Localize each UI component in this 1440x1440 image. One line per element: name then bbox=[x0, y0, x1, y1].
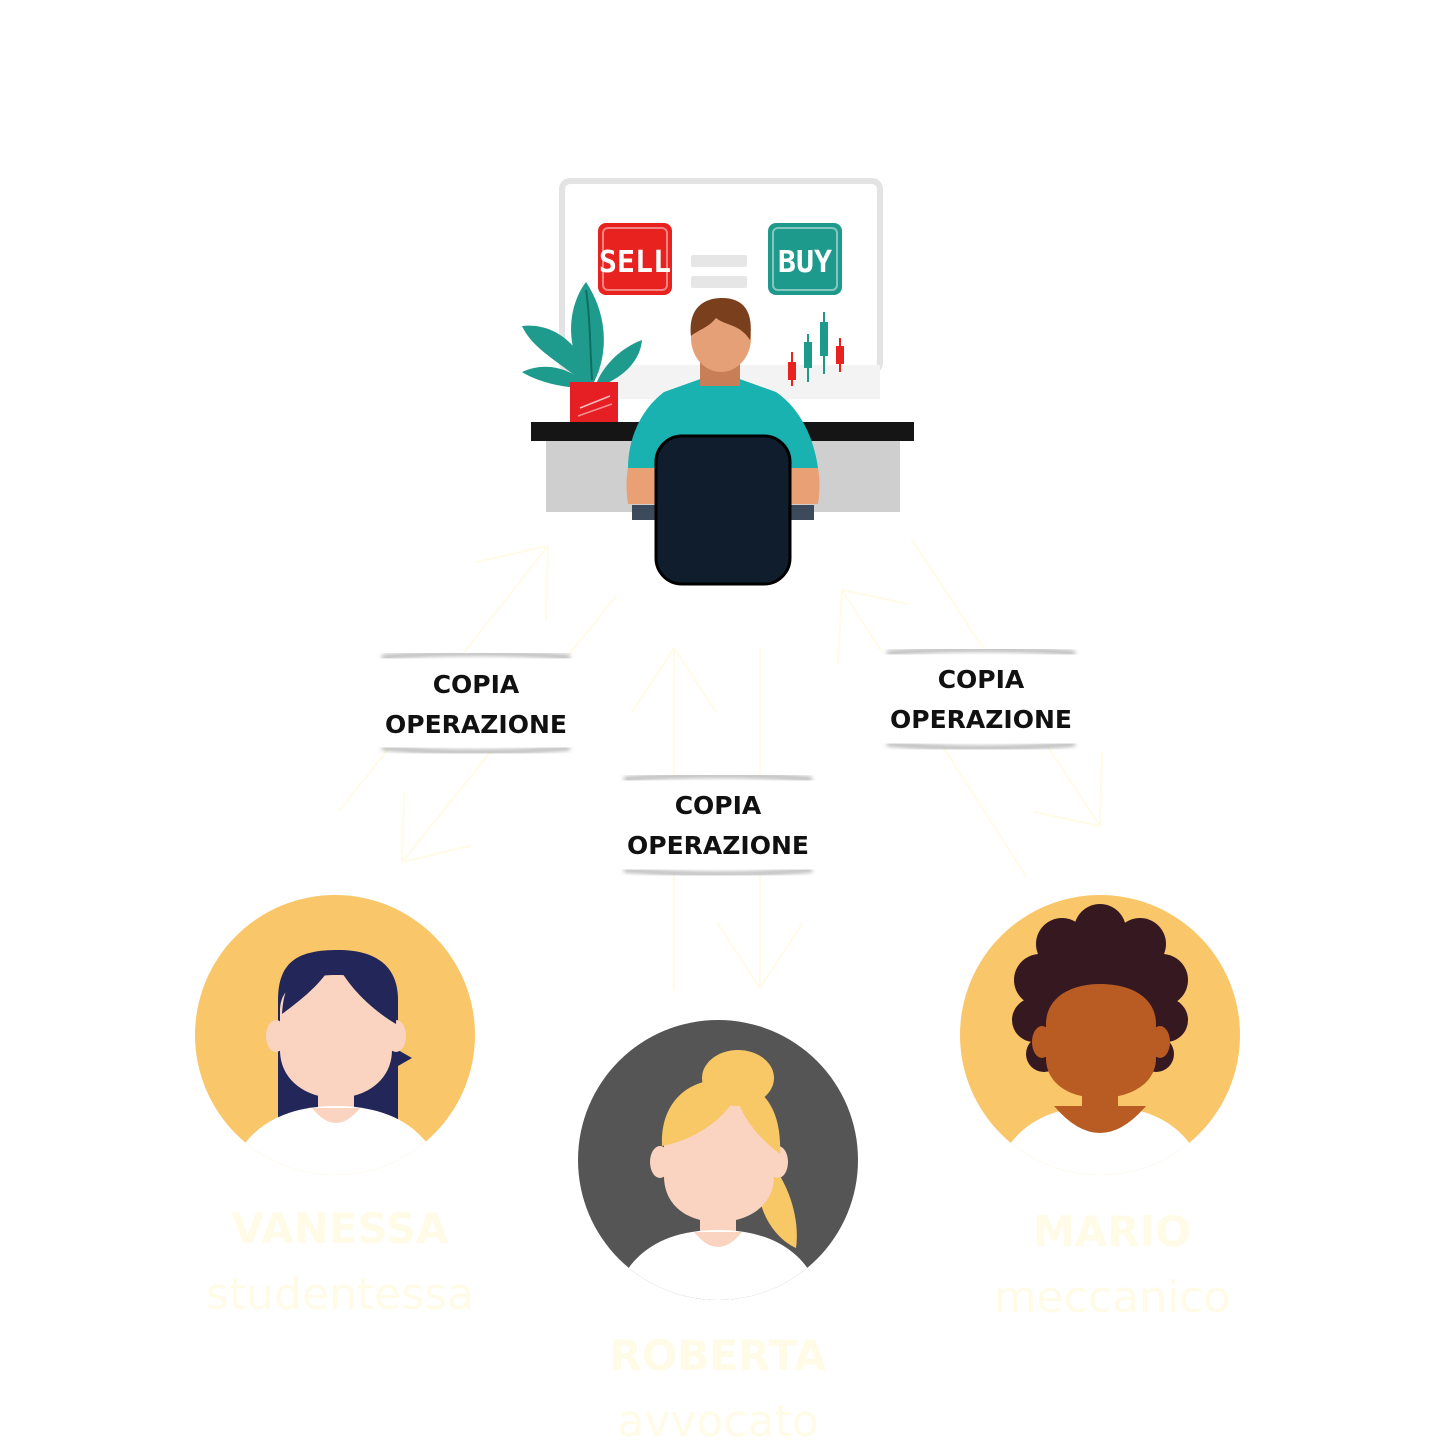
avatar-mario: MARIO meccanico bbox=[960, 895, 1240, 1323]
sell-button: SELL bbox=[598, 223, 672, 295]
follower-name: MARIO bbox=[1033, 1207, 1191, 1256]
flow-label-line1: COPIA bbox=[675, 791, 762, 820]
avatar-roberta: ROBERTA avvocato bbox=[578, 1020, 858, 1440]
follower-name: ROBERTA bbox=[609, 1331, 827, 1380]
avatar-vanessa: VANESSA studentessa bbox=[195, 895, 475, 1320]
trader-illustration: SELL BUY bbox=[522, 178, 914, 586]
flow-label-left: COPIA OPERAZIONE bbox=[362, 652, 592, 754]
flow-label-line1: COPIA bbox=[938, 665, 1025, 694]
screen-line bbox=[691, 276, 747, 288]
buy-button-bg bbox=[768, 223, 842, 295]
screen-line bbox=[691, 255, 747, 267]
flow-label-line2: OPERAZIONE bbox=[890, 705, 1072, 734]
sell-label: SELL bbox=[599, 245, 671, 280]
follower-role: avvocato bbox=[617, 1396, 818, 1440]
flow-arrows bbox=[339, 539, 1103, 991]
flow-label-line2: OPERAZIONE bbox=[627, 831, 809, 860]
plant-icon bbox=[522, 282, 642, 422]
flow-label-center: COPIA OPERAZIONE bbox=[604, 774, 834, 876]
candlestick-icon bbox=[788, 312, 844, 386]
flow-label-line1: COPIA bbox=[433, 670, 520, 699]
follower-role: meccanico bbox=[994, 1272, 1231, 1323]
flow-label-right: COPIA OPERAZIONE bbox=[867, 648, 1097, 750]
flow-label-line2: OPERAZIONE bbox=[385, 710, 567, 739]
follower-name: VANESSA bbox=[231, 1204, 449, 1253]
trader-person bbox=[626, 298, 820, 586]
buy-button: BUY bbox=[768, 223, 842, 295]
follower-role: studentessa bbox=[206, 1269, 474, 1320]
buy-label: BUY bbox=[778, 245, 832, 280]
sell-button-bg bbox=[598, 223, 672, 295]
